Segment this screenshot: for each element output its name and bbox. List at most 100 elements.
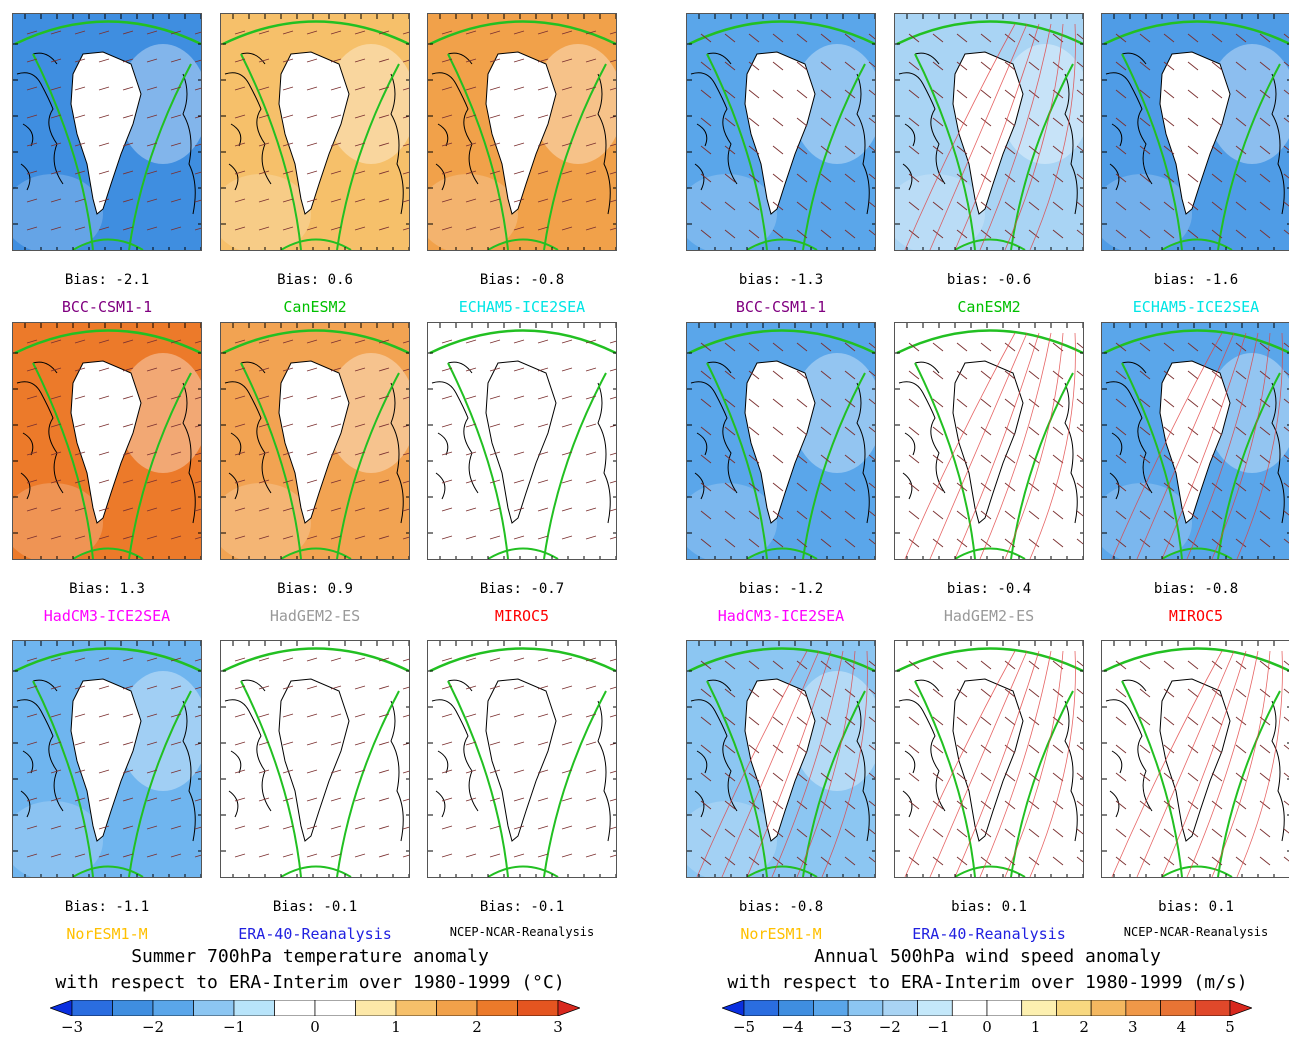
bias-label: Bias: 0.9 bbox=[277, 581, 353, 597]
left-title: Summer 700hPa temperature anomaly with r… bbox=[10, 944, 610, 996]
map-plot bbox=[895, 641, 1083, 877]
greenland-coastline bbox=[278, 360, 350, 524]
model-name-label: NorESM1-M bbox=[740, 925, 822, 943]
wind-colorbar bbox=[722, 1000, 1252, 1016]
map-plot bbox=[13, 14, 201, 250]
greenland-coastline bbox=[278, 678, 350, 842]
left-map-panel-7 bbox=[12, 640, 202, 878]
right-map-panel-2 bbox=[894, 13, 1084, 251]
map-plot bbox=[1102, 641, 1289, 877]
greenland-coastline bbox=[70, 360, 142, 524]
colorbar-tick-label: 2 bbox=[472, 1018, 482, 1036]
right-map-panel-5 bbox=[894, 322, 1084, 560]
model-name-label: NCEP-NCAR-Reanalysis bbox=[449, 925, 595, 939]
sector-boundary bbox=[14, 647, 201, 673]
colorbar-tick-label: 0 bbox=[310, 1018, 320, 1036]
model-name-label: HadGEM2-ES bbox=[943, 607, 1035, 625]
colorbar-tick-label: 4 bbox=[1176, 1018, 1187, 1036]
colorbar-tick-label: −3 bbox=[60, 1018, 84, 1036]
bias-label: Bias: 0.6 bbox=[277, 272, 353, 288]
bias-label: Bias: -0.1 bbox=[479, 899, 565, 915]
greenland-coastline bbox=[1159, 360, 1231, 524]
sector-boundary bbox=[688, 20, 875, 46]
sector-boundary bbox=[688, 329, 875, 355]
model-name-label: HadCM3-ICE2SEA bbox=[717, 607, 845, 625]
right-map-panel-4 bbox=[686, 322, 876, 560]
bias-label: bias: 0.1 bbox=[1158, 899, 1234, 915]
greenland-coastline bbox=[1159, 51, 1231, 215]
bias-label: Bias: 1.3 bbox=[69, 581, 145, 597]
map-plot bbox=[1102, 323, 1289, 559]
bias-label: Bias: -0.8 bbox=[479, 272, 565, 288]
sector-boundary bbox=[896, 647, 1083, 673]
bias-label: bias: -0.6 bbox=[946, 272, 1032, 288]
model-name-label: HadGEM2-ES bbox=[269, 607, 361, 625]
model-name-label: ECHAM5-ICE2SEA bbox=[458, 298, 586, 316]
bias-label: bias: -0.4 bbox=[946, 581, 1032, 597]
map-plot bbox=[13, 323, 201, 559]
right-title: Annual 500hPa wind speed anomaly with re… bbox=[690, 944, 1285, 996]
model-name-label: CanESM2 bbox=[283, 298, 347, 316]
model-name-label: NorESM1-M bbox=[66, 925, 148, 943]
greenland-coastline bbox=[1159, 678, 1231, 842]
map-plot bbox=[687, 14, 875, 250]
bias-label: bias: -1.6 bbox=[1153, 272, 1239, 288]
left-map-panel-2 bbox=[220, 13, 410, 251]
sector-boundary bbox=[896, 329, 1083, 355]
colorbar-tick-label: −1 bbox=[927, 1018, 950, 1036]
greenland-coastline bbox=[952, 678, 1024, 842]
colorbar-tick-label: 3 bbox=[1128, 1018, 1138, 1036]
sector-boundary bbox=[14, 329, 201, 355]
sector-boundary bbox=[429, 647, 616, 673]
sector-boundary bbox=[688, 647, 875, 673]
right-map-panel-8 bbox=[894, 640, 1084, 878]
map-plot bbox=[687, 323, 875, 559]
left-map-panel-4 bbox=[12, 322, 202, 560]
left-map-panel-1 bbox=[12, 13, 202, 251]
left-title-line2: with respect to ERA-Interim over 1980-19… bbox=[55, 972, 565, 993]
map-plot bbox=[1102, 14, 1289, 250]
map-plot bbox=[221, 641, 409, 877]
model-name-label: MIROC5 bbox=[494, 607, 550, 625]
sector-boundary bbox=[1103, 647, 1289, 673]
bias-label: Bias: -0.1 bbox=[272, 899, 358, 915]
map-plot bbox=[428, 641, 616, 877]
bias-label: bias: -0.8 bbox=[738, 899, 824, 915]
sector-boundary bbox=[1103, 329, 1289, 355]
left-map-panel-5 bbox=[220, 322, 410, 560]
map-plot bbox=[428, 323, 616, 559]
map-plot bbox=[687, 641, 875, 877]
right-map-panel-7 bbox=[686, 640, 876, 878]
bias-label: Bias: -2.1 bbox=[64, 272, 150, 288]
temperature-colorbar bbox=[50, 1000, 580, 1016]
map-plot bbox=[895, 14, 1083, 250]
right-map-panel-6 bbox=[1101, 322, 1289, 560]
model-name-label: ERA-40-Reanalysis bbox=[912, 925, 1066, 943]
greenland-coastline bbox=[485, 51, 557, 215]
colorbar-tick-label: −4 bbox=[781, 1018, 804, 1036]
right-title-line1: Annual 500hPa wind speed anomaly bbox=[814, 946, 1161, 967]
greenland-coastline bbox=[485, 678, 557, 842]
left-map-panel-6 bbox=[427, 322, 617, 560]
map-plot bbox=[895, 323, 1083, 559]
greenland-coastline bbox=[744, 51, 816, 215]
colorbar-tick-label: 0 bbox=[982, 1018, 992, 1036]
bias-label: bias: -1.2 bbox=[738, 581, 824, 597]
left-map-panel-9 bbox=[427, 640, 617, 878]
colorbar-tick-label: 1 bbox=[391, 1018, 401, 1036]
map-plot bbox=[13, 641, 201, 877]
greenland-coastline bbox=[70, 678, 142, 842]
bias-label: Bias: -0.7 bbox=[479, 581, 565, 597]
bias-label: Bias: -1.1 bbox=[64, 899, 150, 915]
colorbar-tick-label: −1 bbox=[222, 1018, 246, 1036]
sector-boundary bbox=[1103, 20, 1289, 46]
map-plot bbox=[221, 14, 409, 250]
greenland-coastline bbox=[952, 360, 1024, 524]
bias-label: bias: -1.3 bbox=[738, 272, 824, 288]
sector-boundary bbox=[429, 329, 616, 355]
model-name-label: MIROC5 bbox=[1168, 607, 1224, 625]
greenland-coastline bbox=[744, 678, 816, 842]
sector-boundary bbox=[429, 20, 616, 46]
model-name-label: ECHAM5-ICE2SEA bbox=[1132, 298, 1260, 316]
colorbar-tick-label: 1 bbox=[1030, 1018, 1041, 1036]
